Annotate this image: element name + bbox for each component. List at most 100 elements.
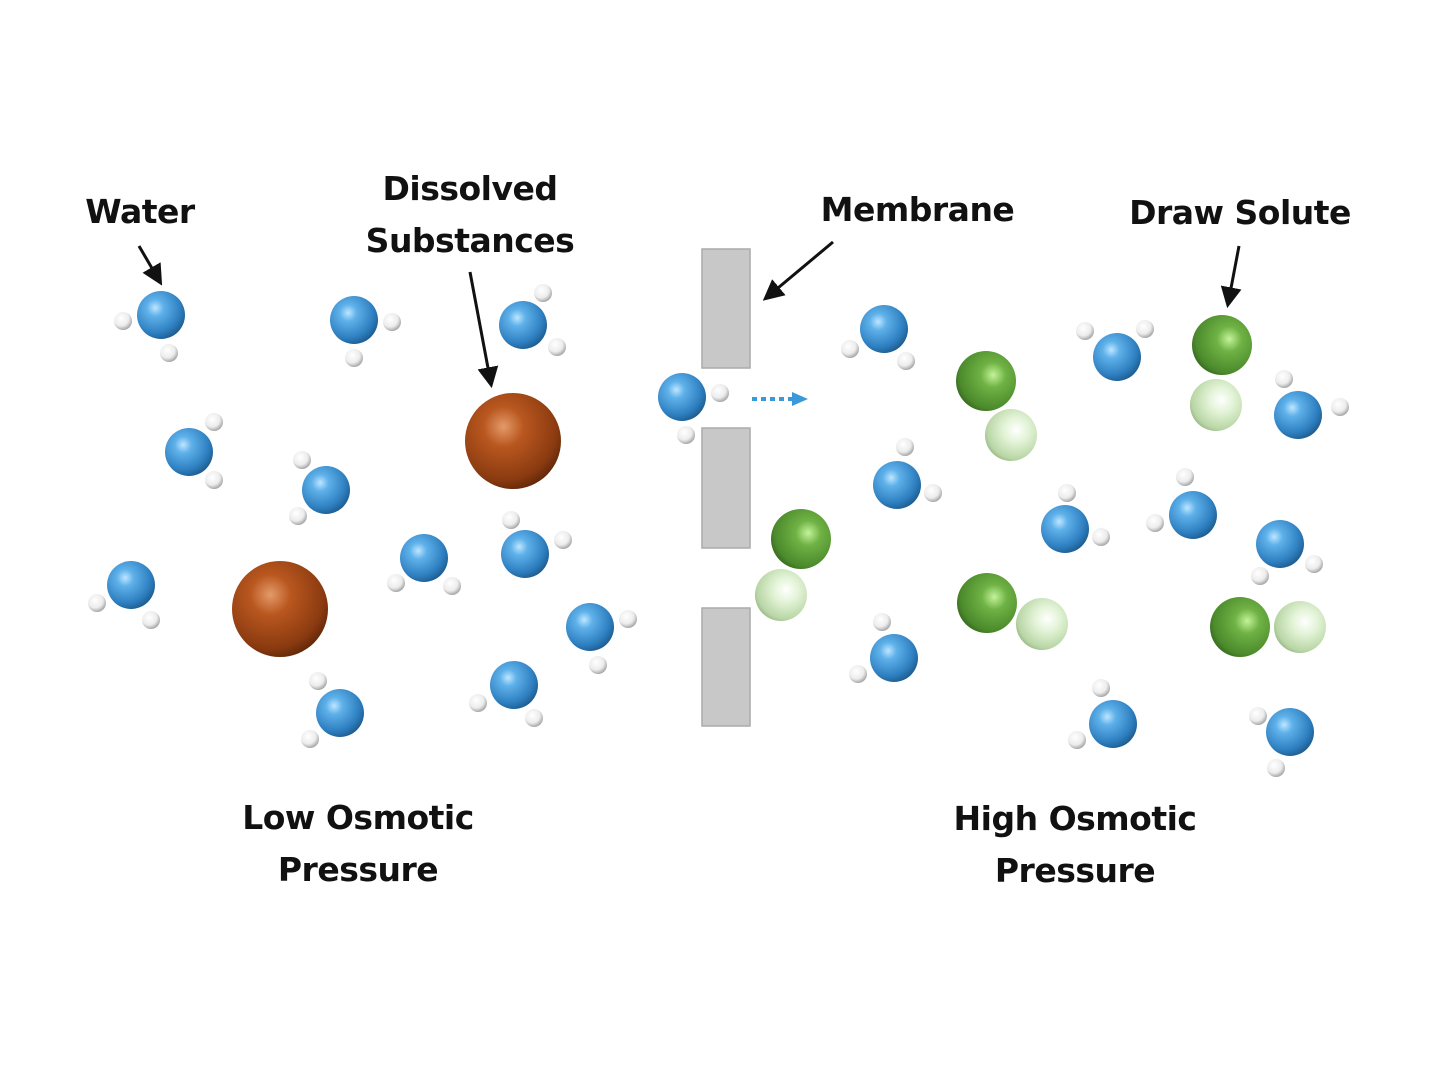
water-molecule bbox=[849, 613, 918, 683]
oxygen-atom bbox=[873, 461, 921, 509]
oxygen-atom bbox=[658, 373, 706, 421]
hydrogen-atom bbox=[525, 709, 543, 727]
low-label-line1: Low Osmotic bbox=[242, 798, 474, 837]
water-molecule bbox=[1249, 707, 1314, 777]
dissolved-label-line1: Dissolved bbox=[382, 169, 559, 208]
oxygen-atom bbox=[501, 530, 549, 578]
high-label-line1: High Osmotic bbox=[953, 799, 1197, 838]
hydrogen-atom bbox=[589, 656, 607, 674]
draw-solute-molecule bbox=[956, 351, 1037, 461]
hydrogen-atom bbox=[205, 471, 223, 489]
hydrogen-atom bbox=[924, 484, 942, 502]
oxygen-atom bbox=[1274, 391, 1322, 439]
draw-solute-light-atom bbox=[1016, 598, 1068, 650]
hydrogen-atom bbox=[293, 451, 311, 469]
hydrogen-atom bbox=[873, 613, 891, 631]
hydrogen-atom bbox=[114, 312, 132, 330]
hydrogen-atom bbox=[677, 426, 695, 444]
dissolved-pointer-arrow bbox=[468, 271, 499, 389]
water-molecule bbox=[873, 438, 942, 509]
draw-solute-light-atom bbox=[755, 569, 807, 621]
annotation-arrows bbox=[137, 240, 1242, 389]
water-label: Water bbox=[85, 192, 195, 231]
membrane-label: Membrane bbox=[820, 190, 1015, 229]
hydrogen-atom bbox=[554, 531, 572, 549]
hydrogen-atom bbox=[88, 594, 106, 612]
draw-solute-light-atom bbox=[1190, 379, 1242, 431]
draw-solute-molecule bbox=[1190, 315, 1252, 431]
water-molecule bbox=[1041, 484, 1110, 553]
hydrogen-atom bbox=[1092, 528, 1110, 546]
water-flow-arrow bbox=[752, 392, 808, 406]
oxygen-atom bbox=[400, 534, 448, 582]
draw-solute-molecule bbox=[755, 509, 831, 621]
water-molecule bbox=[658, 373, 729, 444]
dissolved-substance-particle bbox=[465, 393, 561, 489]
water-molecule bbox=[330, 296, 401, 367]
hydrogen-atom bbox=[1092, 679, 1110, 697]
dissolved-substance-particle bbox=[232, 561, 328, 657]
water-molecule bbox=[301, 672, 364, 748]
hydrogen-atom bbox=[1146, 514, 1164, 532]
oxygen-atom bbox=[860, 305, 908, 353]
hydrogen-atom bbox=[619, 610, 637, 628]
hydrogen-atom bbox=[1249, 707, 1267, 725]
oxygen-atom bbox=[107, 561, 155, 609]
high-osmotic-pressure-label: High Osmotic Pressure bbox=[930, 793, 1220, 897]
molecules-layer bbox=[88, 284, 1349, 777]
hydrogen-atom bbox=[1136, 320, 1154, 338]
draw-solute-dark-atom bbox=[1210, 597, 1270, 657]
membrane-segment bbox=[701, 607, 751, 727]
water-molecule bbox=[165, 413, 223, 489]
draw-solute-label: Draw Solute bbox=[1129, 193, 1351, 232]
hydrogen-atom bbox=[205, 413, 223, 431]
hydrogen-atom bbox=[301, 730, 319, 748]
water-molecule bbox=[841, 305, 915, 370]
hydrogen-atom bbox=[1275, 370, 1293, 388]
draw-solute-dark-atom bbox=[957, 573, 1017, 633]
oxygen-atom bbox=[566, 603, 614, 651]
oxygen-atom bbox=[1041, 505, 1089, 553]
hydrogen-atom bbox=[387, 574, 405, 592]
hydrogen-atom bbox=[1331, 398, 1349, 416]
oxygen-atom bbox=[302, 466, 350, 514]
water-pointer-arrow bbox=[137, 245, 163, 286]
hydrogen-atom bbox=[896, 438, 914, 456]
membrane bbox=[701, 248, 751, 727]
hydrogen-atom bbox=[1251, 567, 1269, 585]
draw-solute-dark-atom bbox=[956, 351, 1016, 411]
hydrogen-atom bbox=[1058, 484, 1076, 502]
draw-solute-molecule bbox=[957, 573, 1068, 650]
water-molecule bbox=[499, 284, 566, 356]
hydrogen-atom bbox=[345, 349, 363, 367]
hydrogen-atom bbox=[534, 284, 552, 302]
draw-solute-dark-atom bbox=[1192, 315, 1252, 375]
hydrogen-atom bbox=[849, 665, 867, 683]
membrane-pointer-arrow bbox=[762, 240, 834, 301]
water-molecule bbox=[114, 291, 185, 362]
water-molecule bbox=[469, 661, 543, 727]
hydrogen-atom bbox=[443, 577, 461, 595]
low-osmotic-pressure-label: Low Osmotic Pressure bbox=[218, 792, 498, 896]
hydrogen-atom bbox=[1305, 555, 1323, 573]
hydrogen-atom bbox=[897, 352, 915, 370]
low-label-line2: Pressure bbox=[277, 850, 439, 889]
water-molecule bbox=[566, 603, 637, 674]
water-molecule bbox=[88, 561, 160, 629]
water-molecule bbox=[501, 511, 572, 578]
water-molecule bbox=[1076, 320, 1154, 381]
hydrogen-atom bbox=[289, 507, 307, 525]
oxygen-atom bbox=[499, 301, 547, 349]
hydrogen-atom bbox=[711, 384, 729, 402]
oxygen-atom bbox=[1256, 520, 1304, 568]
hydrogen-atom bbox=[142, 611, 160, 629]
oxygen-atom bbox=[165, 428, 213, 476]
hydrogen-atom bbox=[383, 313, 401, 331]
oxygen-atom bbox=[1089, 700, 1137, 748]
dissolved-substances-label: Dissolved Substances bbox=[330, 163, 610, 267]
draw-solute-pointer-arrow bbox=[1220, 245, 1242, 309]
water-molecule bbox=[1146, 468, 1217, 539]
hydrogen-atom bbox=[160, 344, 178, 362]
oxygen-atom bbox=[330, 296, 378, 344]
oxygen-atom bbox=[137, 291, 185, 339]
